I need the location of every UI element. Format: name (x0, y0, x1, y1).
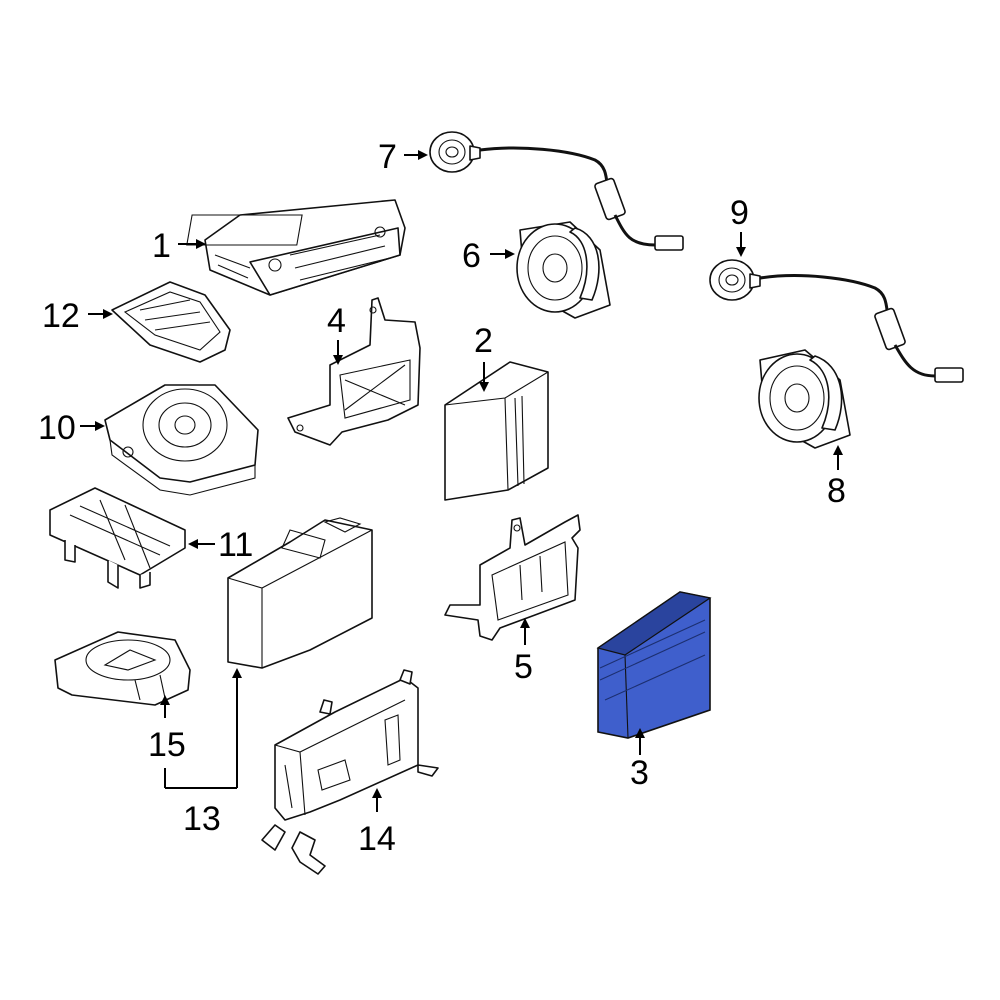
callout-15: 15 (148, 695, 186, 764)
callout-label: 3 (630, 754, 649, 792)
part-13-amplifier[interactable] (227, 517, 373, 669)
callout-label: 1 (152, 227, 171, 265)
part-7-tweeter[interactable] (429, 131, 684, 251)
part-11-tray[interactable] (49, 487, 186, 589)
callout-label: 6 (462, 237, 481, 275)
part-12-grille[interactable] (111, 281, 231, 363)
callout-label: 12 (42, 297, 80, 335)
part-8-speaker[interactable] (758, 349, 851, 449)
callout-4: 4 (327, 302, 346, 365)
part-1-head-unit[interactable] (186, 199, 406, 296)
callout-label: 7 (378, 138, 397, 176)
callout-label: 15 (148, 726, 186, 764)
callout-5: 5 (514, 618, 533, 686)
callout-label: 9 (730, 194, 749, 232)
callout-label: 5 (514, 648, 533, 686)
callout-label: 10 (38, 409, 76, 447)
callout-12: 12 (42, 297, 113, 335)
callout-3: 3 (630, 728, 649, 792)
callout-8: 8 (827, 445, 846, 510)
part-6-speaker[interactable] (516, 221, 611, 319)
callout-11: 11 (188, 526, 253, 564)
callout-7: 7 (378, 138, 428, 176)
callout-label: 8 (827, 472, 846, 510)
part-3-amplifier-highlighted[interactable] (596, 591, 712, 739)
callout-label: 11 (218, 526, 253, 564)
part-15-housing[interactable] (54, 631, 191, 706)
part-4-bracket[interactable] (287, 297, 421, 446)
part-2-module[interactable] (444, 361, 549, 501)
part-9-tweeter[interactable] (709, 259, 964, 383)
callout-6: 6 (462, 237, 515, 275)
callout-label: 14 (358, 820, 396, 858)
callout-9: 9 (730, 194, 749, 257)
callout-14: 14 (358, 788, 396, 858)
callout-label: 2 (474, 322, 493, 360)
callout-label: 13 (183, 800, 221, 838)
callout-1: 1 (152, 227, 206, 265)
part-5-bracket[interactable] (444, 514, 581, 641)
part-14-mounting-tray[interactable] (261, 669, 439, 875)
callout-label: 4 (327, 302, 346, 340)
callout-2: 2 (474, 322, 493, 392)
part-10-subwoofer[interactable] (104, 384, 259, 496)
callout-10: 10 (38, 409, 105, 447)
callout-13: 13 (164, 668, 242, 838)
